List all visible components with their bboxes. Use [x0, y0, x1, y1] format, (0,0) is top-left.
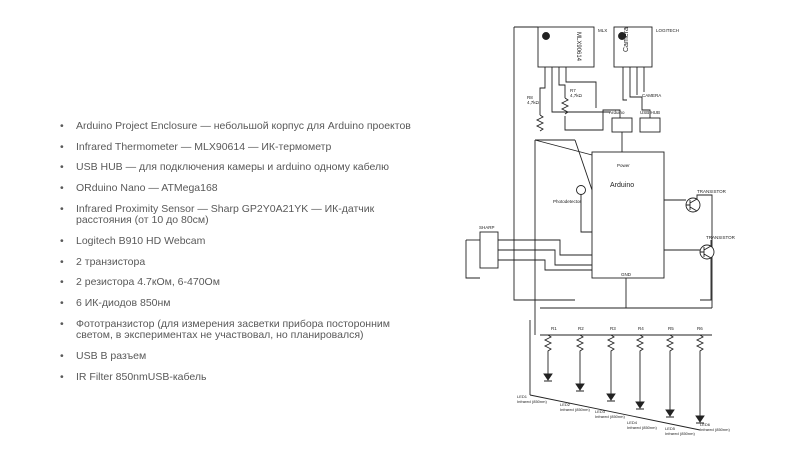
resistor-label: R2: [578, 326, 584, 331]
resistor-label: R3: [610, 326, 616, 331]
resistor-label: R6: [697, 326, 703, 331]
mlx-label: MLX: [598, 28, 607, 33]
bullet-item: USB В разъем: [60, 350, 420, 363]
bullet-item: Фототранзистор (для измерения засветки п…: [60, 318, 420, 342]
bullet-item: Logitech B910 HD Webcam: [60, 235, 420, 248]
led-2: [575, 383, 585, 392]
camera-label: CAMERA: [642, 93, 661, 98]
sharp-sensor-box: [479, 231, 499, 269]
bullet-item: Infrared Thermometer — MLX90614 — ИК-тер…: [60, 141, 420, 154]
mlx-logo-icon: [542, 32, 550, 40]
gnd-label: GND: [621, 272, 632, 277]
phototransistor: [576, 185, 586, 195]
sharp-label: SHARP: [479, 225, 495, 230]
logitech-label: LOGITECH: [656, 28, 679, 33]
resistor-label: R5: [668, 326, 674, 331]
power-label: Power: [617, 163, 630, 168]
bullet-item: 2 резистора 4.7кОм, 6-470Ом: [60, 277, 420, 289]
arduino-main-box: [591, 151, 665, 279]
transistor-2-label: TRANSISTOR: [706, 235, 736, 240]
arduino-small-label: Arduino: [609, 110, 625, 115]
mlx-chip-label: MLX90614: [575, 32, 581, 62]
led-5: [665, 409, 675, 418]
photodetector-label: Photodetector: [553, 199, 582, 204]
resistor-label: R4: [638, 326, 644, 331]
arduino-small-box: [611, 117, 633, 133]
component-list: Arduino Project Enclosure — небольшой ко…: [60, 120, 420, 392]
transistor-1-label: TRANSISTOR: [697, 189, 727, 194]
bullet-item: Arduino Project Enclosure — небольшой ко…: [60, 120, 420, 133]
led-3: [606, 393, 616, 402]
bullet-item: USB HUB — для подключения камеры и ardui…: [60, 162, 420, 174]
camera-logo-icon: [618, 32, 626, 40]
led-4: [635, 401, 645, 410]
resistor-r8: [535, 114, 545, 132]
led-1: [543, 373, 553, 382]
arduino-main-label: Arduino: [610, 182, 634, 189]
bullet-item: Infrared Proximity Sensor — Sharp GP2Y0A…: [60, 203, 420, 227]
bullet-item: ORduino Nano — ATMega168: [60, 183, 420, 195]
camera-chip-label: Camera: [623, 27, 630, 52]
bullet-item: 2 транзистора: [60, 256, 420, 269]
usb-hub-label: USB HUB: [640, 110, 660, 115]
bullet-item: 6 ИК-диодов 850нм: [60, 297, 420, 310]
bullet-item: IR Filter 850nmUSB-кабель: [60, 371, 420, 384]
usb-hub-box: [639, 117, 661, 133]
resistor-label: R1: [551, 326, 557, 331]
